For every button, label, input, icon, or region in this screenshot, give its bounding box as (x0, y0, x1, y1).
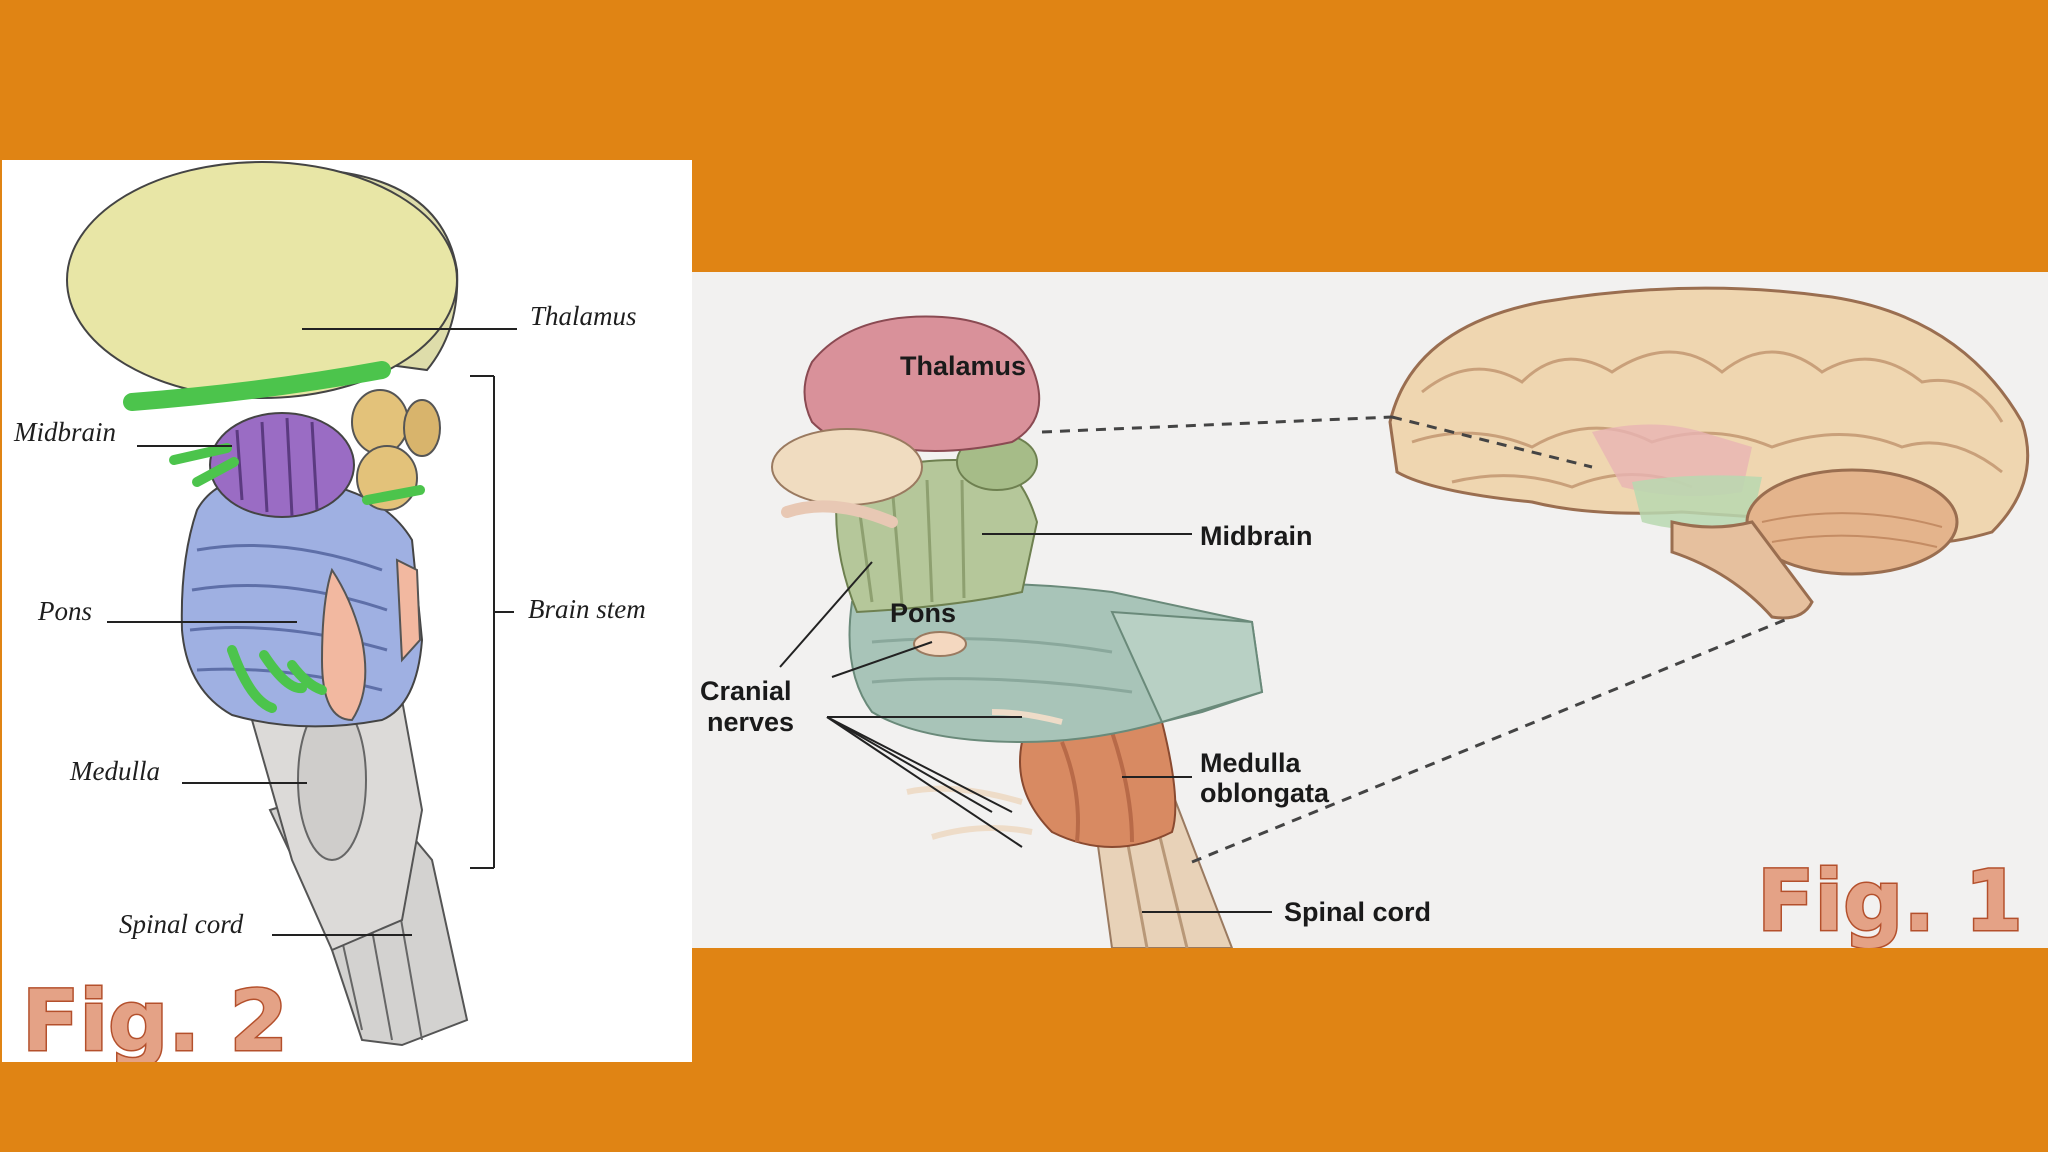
fig1-connector-lines (1041, 415, 1793, 864)
fig2-thalamus (66, 161, 459, 399)
fig2-label-spinal-cord: Spinal cord (119, 909, 244, 939)
fig1-thalamus (771, 315, 1041, 528)
fig1-label-cranial-line2: nerves (707, 707, 794, 737)
fig2-label-pons: Pons (37, 596, 92, 626)
fig1-caption: Fig. 1 (1757, 852, 2023, 948)
fig1-label-midbrain: Midbrain (1200, 521, 1313, 551)
fig1-label-cranial-line1: Cranial (700, 676, 792, 706)
fig1-leader-lines (779, 533, 1272, 913)
fig2-diagram: Thalamus Midbrain Pons Brain stem Medull… (13, 161, 646, 1062)
fig1-label-medulla-line2: oblongata (1200, 778, 1330, 808)
fig1-cranial-nerves (906, 709, 1063, 840)
fig1-panel: Thalamus Midbrain Pons Cranial nerves Me… (692, 272, 2048, 948)
fig2-label-medulla: Medulla (69, 756, 160, 786)
fig1-whole-brain (1388, 286, 2030, 620)
fig2-label-midbrain: Midbrain (13, 417, 116, 447)
fig1-label-thalamus: Thalamus (900, 351, 1026, 381)
fig2-label-thalamus: Thalamus (530, 301, 637, 331)
fig2-label-brain-stem: Brain stem (528, 594, 646, 624)
fig2-caption: Fig. 2 (22, 972, 288, 1062)
fig2-midbrain (209, 412, 355, 518)
fig1-label-pons: Pons (890, 598, 956, 628)
fig1-pons (848, 583, 1264, 744)
fig2-leader-lines (107, 328, 517, 936)
fig1-diagram: Thalamus Midbrain Pons Cranial nerves Me… (700, 286, 2030, 948)
fig2-nerves (123, 361, 425, 713)
fig1-label-spinal-cord: Spinal cord (1284, 897, 1431, 927)
fig1-label-medulla-line1: Medulla (1200, 748, 1301, 778)
fig2-panel: Thalamus Midbrain Pons Brain stem Medull… (2, 160, 692, 1062)
